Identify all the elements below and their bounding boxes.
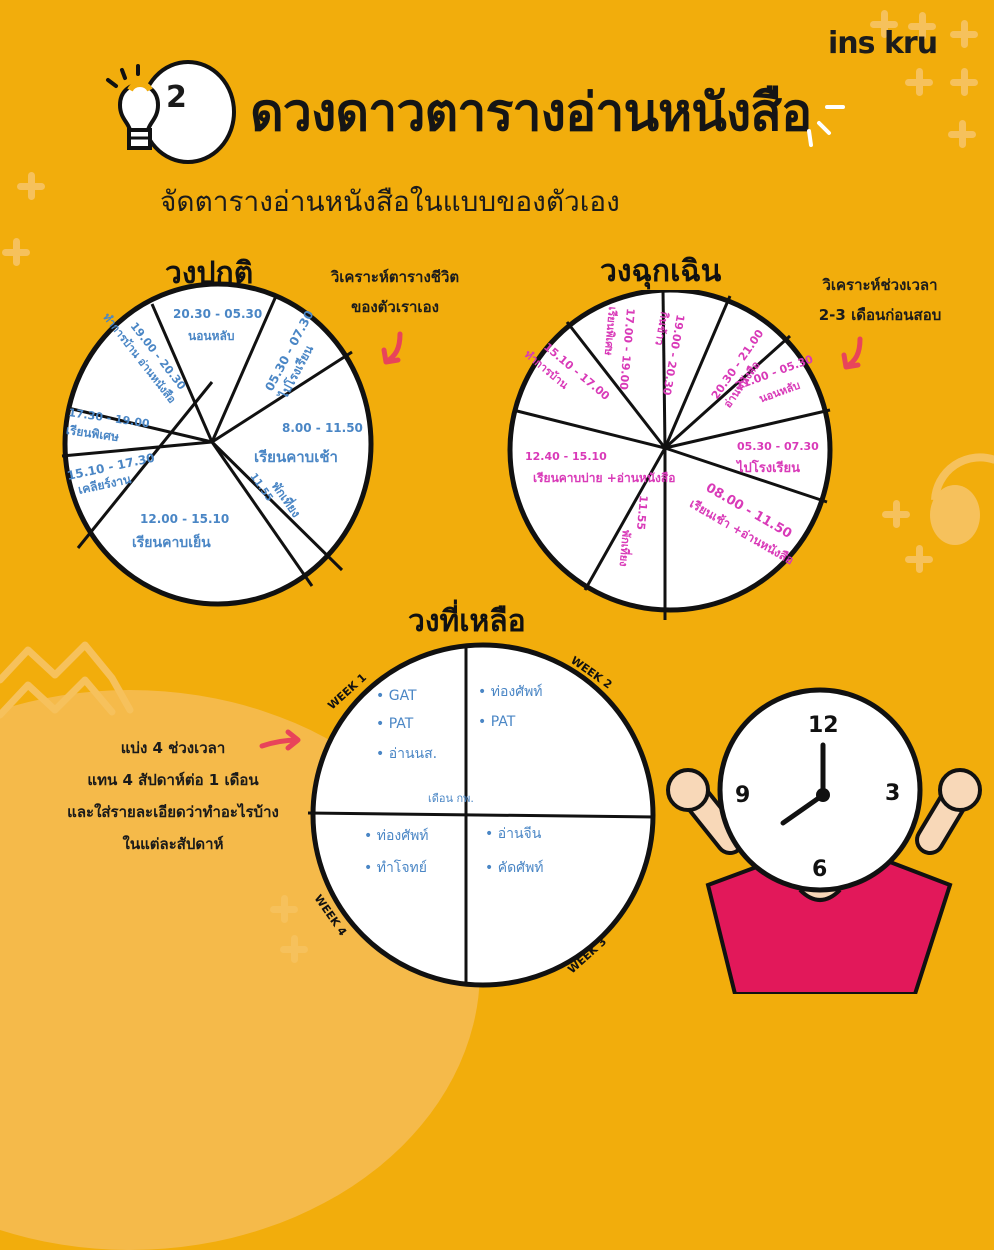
arrow-icon	[381, 331, 403, 365]
week1-item: • อ่านนส.	[376, 746, 437, 762]
plus-decoration	[948, 120, 976, 148]
note-line: และใส่รายละเอียดว่าทำอะไรบ้าง	[67, 803, 279, 821]
slice-time: 8.00 - 11.50	[282, 421, 363, 435]
slice-activity: เรียนพิเศษ	[602, 306, 619, 357]
plus-decoration	[870, 10, 898, 38]
slice-activity: กินข้าว	[652, 310, 671, 346]
clock-number-6: 6	[812, 857, 827, 882]
emergency-wheel-note: วิเคราะห์ช่วงเวลา 2-3 เดือนก่อนสอบ	[790, 270, 970, 330]
note-line: แบ่ง 4 ช่วงเวลา	[120, 739, 226, 757]
remaining-wheel: WEEK 1 WEEK 2 WEEK 3 WEEK 4 • GAT • PAT …	[307, 642, 656, 988]
slice-activity: นอนหลับ	[188, 329, 235, 343]
plus-decoration	[17, 172, 45, 200]
note-line: ในแต่ละสัปดาห์	[122, 835, 224, 853]
week4-item: • ท่องศัพท์	[364, 827, 429, 844]
step-number: 2	[166, 80, 187, 115]
week2-item: • PAT	[478, 714, 516, 730]
emergency-wheel: 19.00 - 20.30 กินข้าว 20.30 - 21.00 อ่าน…	[507, 290, 833, 620]
remaining-wheel-note: แบ่ง 4 ช่วงเวลา แทน 4 สัปดาห์ต่อ 1 เดือน…	[48, 732, 298, 860]
clock-number-12: 12	[808, 713, 839, 738]
plus-decoration	[905, 545, 933, 573]
plus-decoration	[908, 12, 936, 40]
slice-activity: ไปโรงเรียน	[735, 459, 800, 476]
slice-time: 12.00 - 15.10	[140, 512, 229, 526]
slice-activity: เรียนคาบบ่าย +อ่านหนังสือ	[533, 471, 675, 485]
week1-item: • PAT	[376, 716, 414, 732]
note-line: วิเคราะห์ช่วงเวลา	[822, 276, 938, 294]
week3-item: • คัดศัพท์	[485, 859, 544, 876]
week2-item: • ท่องศัพท์	[478, 683, 543, 700]
arrow-icon	[841, 336, 863, 370]
slice-activity: เรียนคาบเย็น	[132, 533, 211, 551]
slice-time: 20.30 - 05.30	[173, 307, 262, 321]
normal-wheel: 20.30 - 05.30 นอนหลับ 05.30 - 07.30 ไปโร…	[61, 281, 374, 607]
remaining-wheel-title: วงที่เหลือ	[408, 604, 526, 639]
note-line: ของตัวเราเอง	[351, 298, 439, 316]
arrow-icon	[259, 729, 301, 751]
slice-time: 12.40 - 15.10	[525, 450, 607, 463]
plus-decoration	[2, 238, 30, 266]
page-title: ดวงดาวตารางอ่านหนังสือ	[250, 83, 812, 143]
slice-time: 05.30 - 07.30	[737, 440, 819, 453]
headphone-decoration	[930, 453, 994, 545]
clock-character: 12 3 6 9	[666, 687, 982, 994]
plus-decoration	[905, 68, 933, 96]
plus-decoration	[280, 935, 308, 963]
plus-decoration	[950, 68, 978, 96]
sparkle-icon	[807, 105, 845, 147]
plus-decoration	[270, 895, 298, 923]
brand-logo: ins kru	[828, 26, 938, 61]
note-line: 2-3 เดือนก่อนสอบ	[818, 306, 942, 324]
week1-item: • GAT	[376, 688, 417, 704]
week3-item: • อ่านจีน	[485, 826, 542, 842]
slice-activity: เรียนคาบเช้า	[254, 448, 338, 466]
slice-time: 11.55	[634, 495, 650, 531]
note-line: วิเคราะห์ตารางชีวิต	[330, 268, 460, 286]
week4-item: • ทำโจทย์	[364, 859, 427, 876]
note-line: แทน 4 สัปดาห์ต่อ 1 เดือน	[87, 771, 259, 789]
emergency-wheel-title: วงฉุกเฉิน	[600, 254, 722, 289]
month-label: เดือน กพ.	[428, 792, 474, 805]
plus-decoration	[882, 500, 910, 528]
normal-wheel-note: วิเคราะห์ตารางชีวิต ของตัวเราเอง	[310, 262, 480, 322]
slice-activity: พักเที่ยง	[617, 529, 635, 567]
plus-decoration	[950, 20, 978, 48]
page-subtitle: จัดตารางอ่านหนังสือในแบบของตัวเอง	[160, 185, 620, 218]
zigzag-decoration	[0, 641, 134, 719]
clock-number-9: 9	[735, 783, 750, 808]
lightbulb-icon	[106, 60, 236, 164]
clock-number-3: 3	[885, 781, 900, 806]
